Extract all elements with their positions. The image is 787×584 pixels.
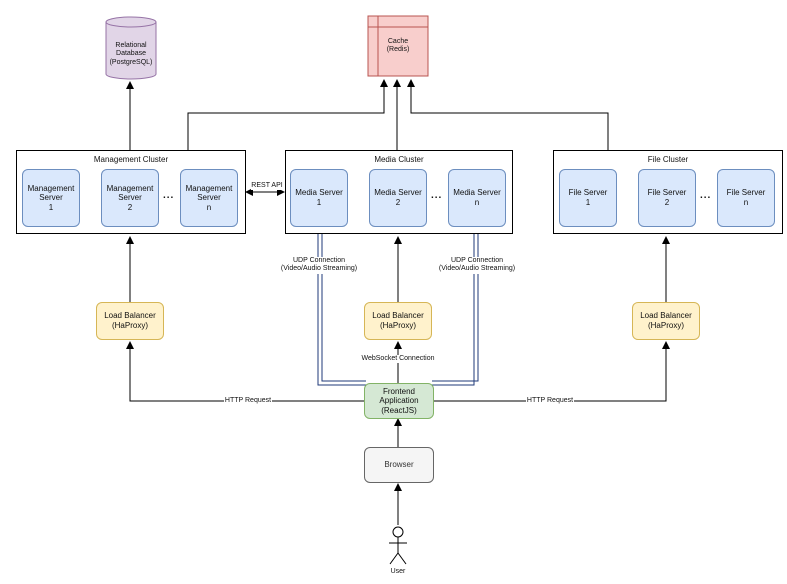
- media-server-2[interactable]: Media Server 2: [369, 169, 427, 227]
- management-server-1[interactable]: Management Server 1: [22, 169, 80, 227]
- http-left-label: HTTP Request: [224, 397, 272, 406]
- user-label: User: [390, 568, 406, 575]
- load-balancer-management[interactable]: Load Balancer (HaProxy): [96, 302, 164, 340]
- file-cluster-title: File Cluster: [647, 155, 689, 164]
- media-cluster-title: Media Cluster: [374, 155, 424, 164]
- browser-node[interactable]: Browser: [364, 447, 434, 483]
- management-server-n[interactable]: Management Server n: [180, 169, 238, 227]
- edge-file-to-cache: [407, 79, 609, 150]
- file-server-2[interactable]: File Server 2: [638, 169, 696, 227]
- load-balancer-media[interactable]: Load Balancer (HaProxy): [364, 302, 432, 340]
- frontend-application[interactable]: Frontend Application (ReactJS): [364, 383, 434, 419]
- file-more-dots: ...: [700, 190, 712, 201]
- cache-label: Cache (Redis): [386, 38, 410, 54]
- rest-api-label: REST API: [251, 182, 283, 191]
- database-label: Relational Database (PostgreSQL): [109, 42, 153, 66]
- http-right-label: HTTP Request: [526, 397, 574, 406]
- edge-udp-left: [317, 229, 366, 386]
- edge-http-left: [126, 341, 364, 402]
- edge-http-right: [434, 341, 670, 402]
- user-actor-icon: [389, 526, 407, 565]
- database-shape: [105, 16, 157, 80]
- management-cluster-title: Management Cluster: [93, 155, 169, 164]
- media-more-dots: ...: [431, 190, 443, 201]
- cache-shape: [367, 15, 429, 77]
- udp-right-label: UDP Connection (Video/Audio Streaming): [436, 257, 518, 274]
- udp-left-label: UDP Connection (Video/Audio Streaming): [278, 257, 360, 274]
- media-server-1[interactable]: Media Server 1: [290, 169, 348, 227]
- load-balancer-file[interactable]: Load Balancer (HaProxy): [632, 302, 700, 340]
- management-more-dots: ...: [163, 190, 175, 201]
- file-server-n[interactable]: File Server n: [717, 169, 775, 227]
- edge-management-to-cache: [187, 79, 388, 150]
- edge-udp-right: [432, 229, 479, 386]
- media-server-n[interactable]: Media Server n: [448, 169, 506, 227]
- file-server-1[interactable]: File Server 1: [559, 169, 617, 227]
- websocket-label: WebSocket Connection: [352, 355, 444, 364]
- management-server-2[interactable]: Management Server 2: [101, 169, 159, 227]
